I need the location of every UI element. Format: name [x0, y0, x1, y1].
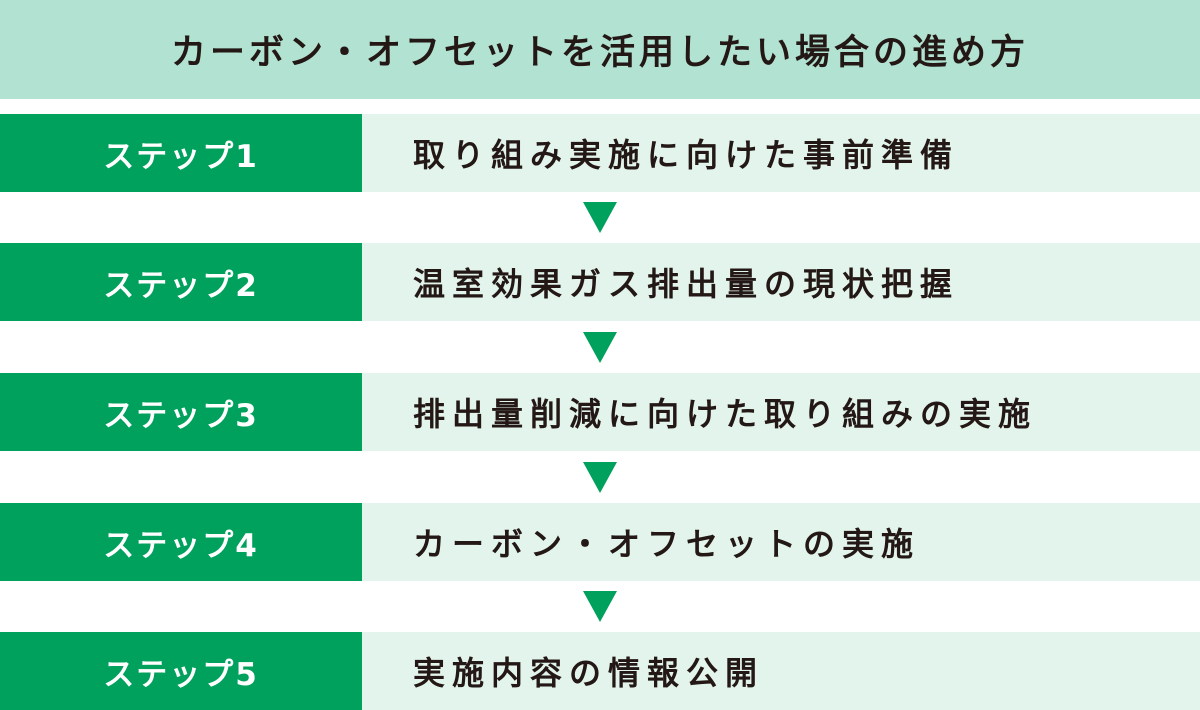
diagram-header: カーボン・オフセットを活用したい場合の進め方	[0, 0, 1200, 99]
step-row-2: ステップ2 温室効果ガス排出量の現状把握	[0, 243, 1200, 321]
step-label-2: ステップ2	[0, 243, 362, 321]
step-label-3: ステップ3	[0, 373, 362, 451]
step-row-5: ステップ5 実施内容の情報公開	[0, 632, 1200, 710]
step-description-5: 実施内容の情報公開	[362, 632, 1200, 710]
down-triangle-arrow-icon	[583, 332, 617, 363]
step-description-4: カーボン・オフセットの実施	[362, 503, 1200, 581]
step-label-1: ステップ1	[0, 114, 362, 192]
step-description-1: 取り組み実施に向けた事前準備	[362, 114, 1200, 192]
down-triangle-arrow-icon	[583, 462, 617, 493]
step-row-4: ステップ4 カーボン・オフセットの実施	[0, 503, 1200, 581]
step-row-3: ステップ3 排出量削減に向けた取り組みの実施	[0, 373, 1200, 451]
diagram-title: カーボン・オフセットを活用したい場合の進め方	[170, 33, 1029, 73]
step-description-3: 排出量削減に向けた取り組みの実施	[362, 373, 1200, 451]
down-triangle-arrow-icon	[583, 591, 617, 622]
step-description-2: 温室効果ガス排出量の現状把握	[362, 243, 1200, 321]
down-triangle-arrow-icon	[583, 202, 617, 233]
step-row-1: ステップ1 取り組み実施に向けた事前準備	[0, 114, 1200, 192]
step-label-5: ステップ5	[0, 632, 362, 710]
step-label-4: ステップ4	[0, 503, 362, 581]
